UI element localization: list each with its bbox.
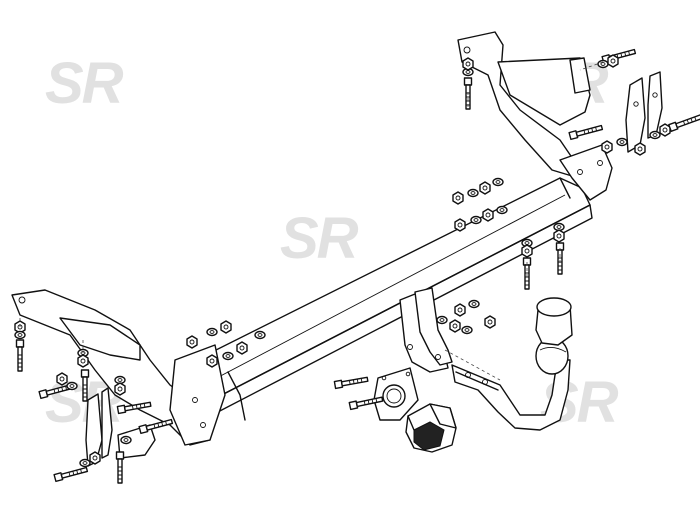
ball-cap <box>535 297 573 346</box>
left-side-bracket <box>11 289 226 446</box>
alignment-lines <box>19 61 604 353</box>
right-side-bracket <box>457 31 613 201</box>
electrical-socket <box>405 403 457 453</box>
watermark-top-left: SR <box>45 51 124 116</box>
right-vertical-bracket <box>625 71 663 153</box>
tow-ball-neck <box>451 337 571 431</box>
socket-plate <box>373 367 419 421</box>
watermark-center: SR <box>280 206 359 271</box>
center-mount-bracket <box>399 287 501 381</box>
